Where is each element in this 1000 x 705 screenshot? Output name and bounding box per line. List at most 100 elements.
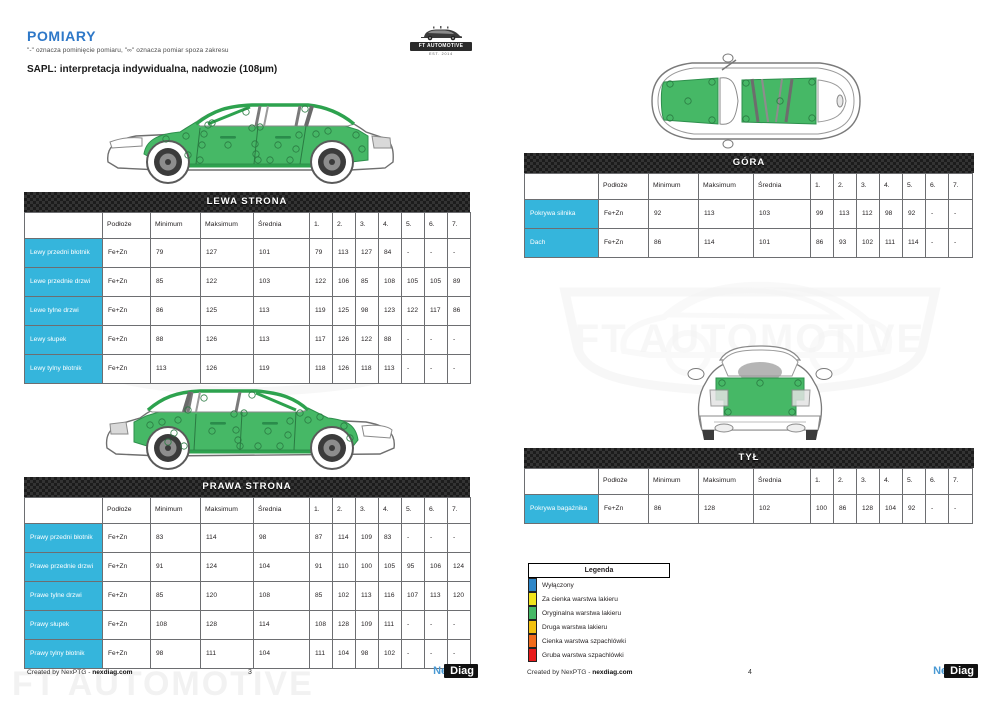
legend-color-swatch bbox=[528, 606, 537, 620]
measurement-cell: 93 bbox=[833, 228, 857, 258]
measurement-cell: 84 bbox=[378, 238, 402, 268]
measurement-cell: - bbox=[447, 523, 471, 553]
measurement-cell: 123 bbox=[378, 296, 402, 326]
measurement-cell: - bbox=[424, 523, 448, 553]
summary-cell: Fe+Zn bbox=[102, 267, 151, 297]
summary-cell: Fe+Zn bbox=[102, 581, 151, 611]
row-label: Prawy słupek bbox=[24, 610, 103, 640]
row-label: Lewy tylny błotnik bbox=[24, 354, 103, 384]
legend-item: Cienka warstwa szpachlówki bbox=[528, 634, 670, 648]
summary-cell: 85 bbox=[150, 267, 201, 297]
summary-cell: 111 bbox=[200, 639, 254, 669]
table-title: PRAWA STRONA bbox=[24, 477, 470, 497]
column-header: Średnia bbox=[753, 468, 811, 495]
summary-cell: Fe+Zn bbox=[102, 523, 151, 553]
measurement-cell: - bbox=[401, 238, 425, 268]
measurement-cell: - bbox=[948, 494, 973, 524]
row-label: Pokrywa bagażnika bbox=[524, 494, 599, 524]
column-header: Maksimum bbox=[698, 468, 754, 495]
measurement-cell: 105 bbox=[424, 267, 448, 297]
row-label: Prawe tylne drzwi bbox=[24, 581, 103, 611]
legend-item-label: Cienka warstwa szpachlówki bbox=[542, 637, 626, 645]
measurement-cell: 110 bbox=[332, 552, 356, 582]
column-header-blank bbox=[24, 497, 103, 524]
footer-created-by: Created by NexPTG - bbox=[27, 669, 93, 676]
footer-credit: Created by NexPTG - nexdiag.com bbox=[27, 669, 133, 676]
measurement-cell: 100 bbox=[810, 494, 834, 524]
column-header: 2. bbox=[332, 212, 356, 239]
column-header: 3. bbox=[856, 468, 880, 495]
measurement-cell: 98 bbox=[355, 296, 379, 326]
column-header: 4. bbox=[879, 173, 903, 200]
measurement-cell: 95 bbox=[401, 552, 425, 582]
summary-cell: 101 bbox=[253, 238, 310, 268]
summary-cell: 127 bbox=[200, 238, 254, 268]
column-header: Podłoże bbox=[102, 212, 151, 239]
legend-title: Legenda bbox=[528, 563, 670, 578]
column-header: Minimum bbox=[150, 212, 201, 239]
car-rear-view bbox=[680, 338, 840, 442]
measurement-cell: - bbox=[424, 238, 448, 268]
car-left-side-view bbox=[100, 92, 400, 190]
measurement-cell: 104 bbox=[879, 494, 903, 524]
column-header: Podłoże bbox=[598, 468, 649, 495]
measurement-cell: 120 bbox=[447, 581, 471, 611]
row-label: Prawy przedni błotnik bbox=[24, 523, 103, 553]
legend-item: Gruba warstwa szpachlówki bbox=[528, 648, 670, 662]
legend-item: Wyłączony bbox=[528, 578, 670, 592]
measurement-cell: - bbox=[424, 325, 448, 355]
column-header: 2. bbox=[332, 497, 356, 524]
summary-cell: 108 bbox=[150, 610, 201, 640]
measurement-cell: 113 bbox=[424, 581, 448, 611]
legend-color-swatch bbox=[528, 634, 537, 648]
summary-cell: 88 bbox=[150, 325, 201, 355]
column-header-blank bbox=[524, 173, 599, 200]
column-header: 5. bbox=[401, 212, 425, 239]
measurement-cell: 111 bbox=[309, 639, 333, 669]
measurement-cell: - bbox=[424, 354, 448, 384]
summary-cell: 104 bbox=[253, 552, 310, 582]
ft-logo-wordmark: FT AUTOMOTIVE bbox=[410, 42, 472, 51]
measurement-cell: 108 bbox=[378, 267, 402, 297]
measurement-cell: 114 bbox=[332, 523, 356, 553]
summary-cell: 91 bbox=[150, 552, 201, 582]
measurement-cell: 122 bbox=[309, 267, 333, 297]
row-label: Lewy słupek bbox=[24, 325, 103, 355]
footer-site[interactable]: nexdiag.com bbox=[92, 669, 133, 676]
measurement-cell: 86 bbox=[833, 494, 857, 524]
column-header: Minimum bbox=[150, 497, 201, 524]
measurement-cell: 88 bbox=[378, 325, 402, 355]
summary-cell: 114 bbox=[253, 610, 310, 640]
legend-item: Druga warstwa lakieru bbox=[528, 620, 670, 634]
measurement-cell: - bbox=[424, 610, 448, 640]
measurement-cell: 111 bbox=[879, 228, 903, 258]
column-header: 3. bbox=[355, 212, 379, 239]
measurement-cell: 113 bbox=[332, 238, 356, 268]
measurement-cell: - bbox=[401, 325, 425, 355]
measurement-cell: 106 bbox=[332, 267, 356, 297]
measurement-cell: - bbox=[948, 228, 973, 258]
column-header: 3. bbox=[355, 497, 379, 524]
measurement-cell: - bbox=[447, 610, 471, 640]
summary-cell: 128 bbox=[200, 610, 254, 640]
footer-site[interactable]: nexdiag.com bbox=[592, 669, 633, 676]
column-header: 1. bbox=[810, 468, 834, 495]
